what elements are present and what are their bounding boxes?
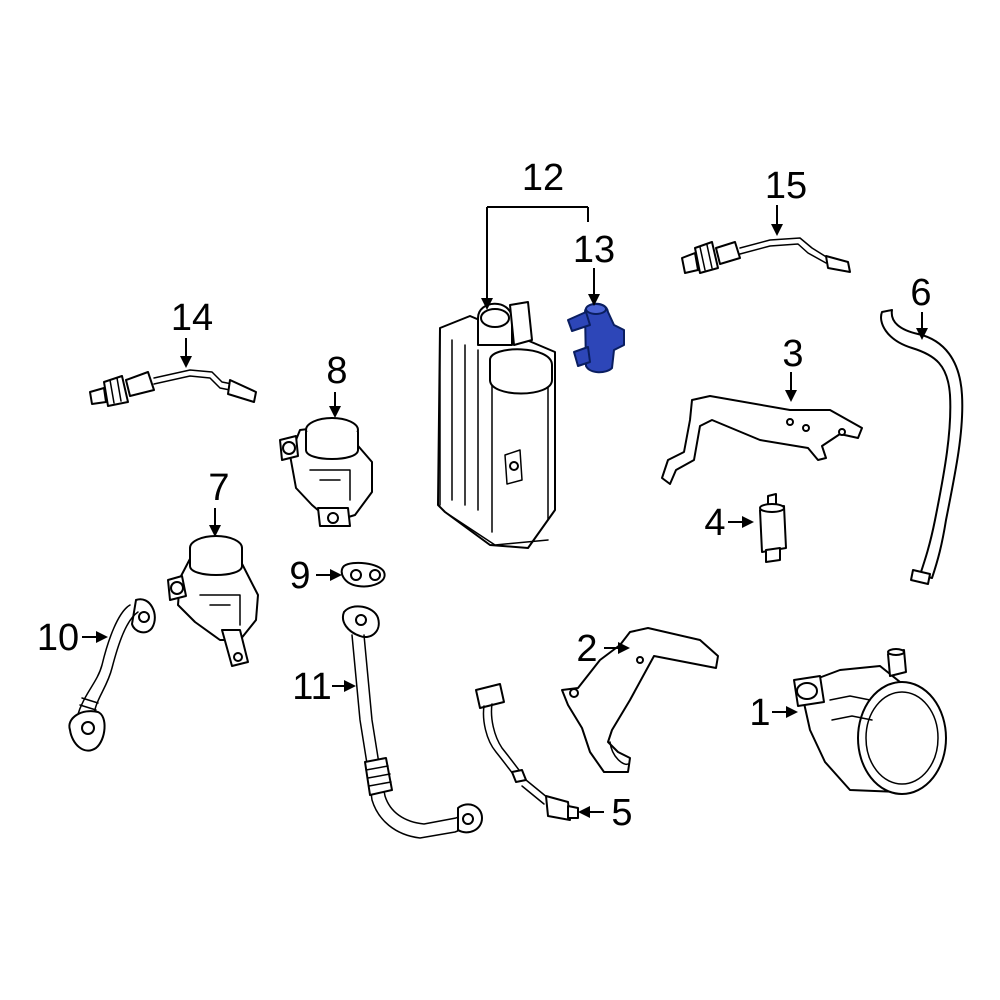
leader-11 [332, 680, 356, 692]
callout-3[interactable]: 3 [782, 333, 803, 375]
callout-15[interactable]: 15 [765, 165, 807, 207]
callout-14[interactable]: 14 [171, 297, 213, 339]
callout-8[interactable]: 8 [326, 350, 347, 392]
leader-4 [728, 516, 754, 528]
leader-10 [82, 631, 108, 643]
callout-4[interactable]: 4 [704, 502, 725, 544]
part-8-valve[interactable] [279, 417, 373, 527]
callout-2[interactable]: 2 [576, 628, 597, 670]
leader-13 [588, 268, 600, 306]
leader-5 [578, 806, 604, 818]
part-15-oxygen-sensor[interactable] [681, 237, 851, 274]
leader-15 [771, 205, 783, 236]
leader-12 [481, 206, 589, 310]
callout-10[interactable]: 10 [37, 617, 79, 659]
part-10-pipe[interactable] [68, 598, 156, 752]
part-2-bracket[interactable] [561, 627, 719, 773]
part-12-canister[interactable] [437, 301, 556, 549]
callout-12[interactable]: 12 [522, 157, 564, 199]
part-11-pipe[interactable] [342, 605, 483, 839]
part-5-sensor[interactable] [475, 683, 579, 821]
part-13-connector-highlighted[interactable] [567, 302, 625, 374]
leader-14 [180, 338, 192, 368]
leader-7 [209, 508, 221, 537]
callout-5[interactable]: 5 [611, 792, 632, 834]
leader-1 [772, 706, 798, 718]
part-9-gasket[interactable] [340, 561, 386, 588]
part-14-oxygen-sensor[interactable] [89, 369, 257, 407]
part-1-pump[interactable] [793, 648, 947, 795]
part-6-hose[interactable] [880, 309, 964, 585]
callout-1[interactable]: 1 [749, 692, 770, 734]
part-4-filter[interactable] [759, 493, 787, 563]
leader-6 [916, 312, 928, 340]
callout-13[interactable]: 13 [573, 229, 615, 271]
leader-9 [316, 569, 342, 581]
callout-6[interactable]: 6 [910, 272, 931, 314]
part-7-valve[interactable] [167, 535, 259, 667]
callout-9[interactable]: 9 [289, 555, 310, 597]
leader-3 [785, 372, 797, 402]
callout-11[interactable]: 11 [292, 666, 331, 708]
leader-2 [604, 642, 630, 654]
callout-7[interactable]: 7 [208, 467, 229, 509]
leader-8 [329, 392, 341, 418]
part-3-bracket[interactable] [661, 395, 863, 485]
